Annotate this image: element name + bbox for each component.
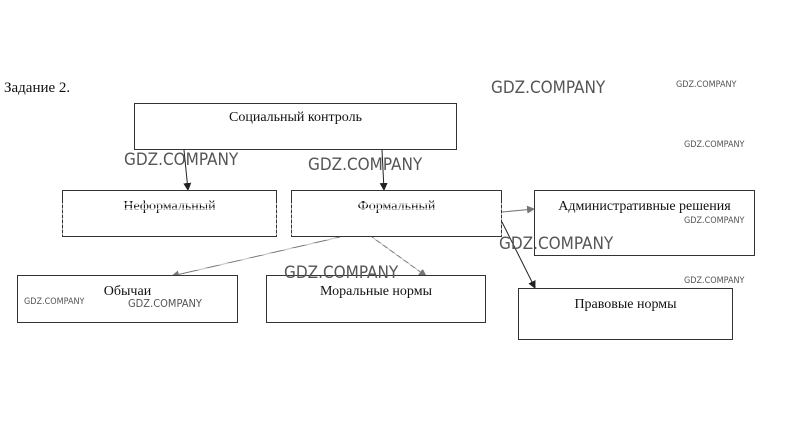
node-moral-norms-label: Моральные нормы — [320, 284, 432, 299]
node-legal-norms-label: Правовые нормы — [574, 297, 677, 312]
arrow-formal-to-customs — [171, 236, 341, 279]
task-label: Задание 2. — [4, 80, 71, 96]
node-social-control-label: Социальный контроль — [229, 110, 362, 125]
arrow-formal-to-legal — [501, 221, 536, 289]
node-formal: Формальный — [291, 190, 502, 237]
arrow-social-to-formal — [379, 149, 388, 191]
arrow-social-to-informal — [183, 149, 192, 191]
node-administrative-label: Административные решения — [558, 199, 731, 214]
node-customs: Обычаи — [17, 275, 238, 323]
node-social-control: Социальный контроль — [134, 103, 457, 150]
node-legal-norms: Правовые нормы — [518, 288, 733, 340]
node-informal: Неформальный — [62, 190, 277, 237]
node-moral-norms: Моральные нормы — [266, 275, 486, 323]
node-administrative: Административные решения — [534, 190, 755, 256]
arrow-formal-to-admin — [501, 205, 535, 214]
node-customs-label: Обычаи — [103, 284, 152, 299]
node-informal-label: Неформальный — [123, 199, 216, 214]
node-formal-label: Формальный — [357, 199, 436, 214]
arrow-formal-to-moral — [371, 236, 427, 277]
